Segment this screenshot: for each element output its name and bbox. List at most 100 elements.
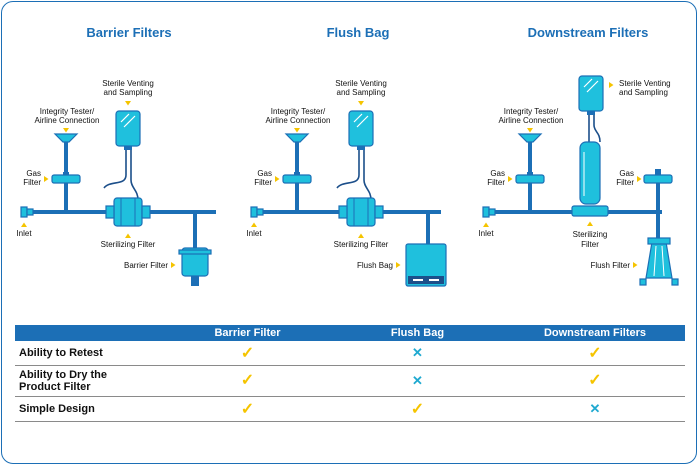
pointer-arrow: [483, 222, 489, 227]
section-title: Barrier Filters: [86, 25, 171, 40]
pointer-arrow: [358, 101, 364, 106]
row-label: Simple Design: [15, 396, 165, 422]
barrier-filter-icon: [178, 247, 212, 286]
gas-filter-icon: [51, 172, 81, 184]
label-gas-filter: Filter: [254, 178, 272, 187]
mark-icon: ✕: [330, 365, 505, 397]
table-row: Simple Design ✓ ✓ ✕: [15, 396, 685, 422]
label-integrity-tester: Integrity Tester/: [504, 107, 559, 116]
column-header-flush-bag: Flush Bag: [330, 325, 505, 341]
label-integrity-tester: Airline Connection: [499, 116, 564, 125]
label-sterile-venting: Sterile Venting: [619, 79, 671, 88]
label-sterile-venting: and Sampling: [337, 88, 386, 97]
vent-tube: [593, 115, 601, 143]
pointer-arrow: [508, 176, 513, 182]
table-row: Ability to Dry the Product Filter ✓ ✕ ✓: [15, 365, 685, 397]
section-flush-bag: Flush Bag: [246, 25, 447, 287]
check-icon: ✓: [588, 345, 602, 362]
label-integrity-tester: Airline Connection: [35, 116, 100, 125]
check-icon: ✓: [240, 371, 255, 389]
mark-icon: ✕: [505, 396, 685, 422]
pointer-arrow: [44, 176, 49, 182]
row-label-line: Ability to Dry the: [19, 369, 108, 381]
table-row: Ability to Retest ✓ ✕ ✓: [15, 341, 685, 366]
label-gas-filter: Gas: [257, 169, 272, 178]
pointer-arrow: [275, 176, 280, 182]
pointer-arrow: [21, 222, 27, 227]
label-gas-filter: Gas: [619, 169, 634, 178]
pointer-arrow: [633, 262, 638, 268]
row-label: Ability to Retest: [15, 341, 165, 366]
sterile-bag-icon: [115, 110, 141, 150]
row-label: Ability to Dry the Product Filter: [15, 365, 165, 397]
label-integrity-tester: Airline Connection: [266, 116, 331, 125]
gas-filter-icon: [515, 172, 545, 184]
label-sterile-venting: and Sampling: [619, 88, 668, 97]
section-title: Downstream Filters: [528, 25, 649, 40]
comparison-table: Barrier Filter Flush Bag Downstream Filt…: [15, 325, 685, 422]
pointer-arrow: [527, 128, 533, 133]
check-icon: ✓: [588, 371, 602, 389]
check-icon: ✓: [240, 345, 255, 362]
label-gas-filter: Filter: [616, 178, 634, 187]
label-sterilizing-filter: Sterilizing Filter: [101, 240, 156, 249]
label-inlet: Inlet: [16, 229, 32, 238]
column-header-downstream-filters: Downstream Filters: [505, 325, 685, 341]
pointer-arrow: [63, 128, 69, 133]
label-flush-filter: Flush Filter: [590, 261, 630, 270]
label-inlet: Inlet: [478, 229, 494, 238]
section-downstream-filters: Downstream Filters: [478, 25, 679, 286]
inlet-valve-icon: [250, 206, 264, 218]
pointer-arrow: [358, 233, 364, 238]
process-diagram: Barrier Filters: [16, 25, 679, 287]
sterile-bag-icon: [578, 75, 604, 115]
label-sterile-venting: Sterile Venting: [335, 79, 387, 88]
label-gas-filter: Filter: [487, 178, 505, 187]
mark-icon: ✕: [330, 341, 505, 366]
label-sterilizing-filter: Sterilizing: [573, 230, 608, 239]
gas-filter-icon: [282, 172, 312, 184]
sterile-bag-icon: [348, 110, 374, 150]
label-sterile-venting: Sterile Venting: [102, 79, 154, 88]
label-inlet: Inlet: [246, 229, 262, 238]
label-sterilizing-filter: Filter: [581, 240, 599, 249]
section-barrier-filters: Barrier Filters: [16, 25, 216, 286]
row-label-line: Product Filter: [19, 381, 91, 393]
label-integrity-tester: Integrity Tester/: [40, 107, 95, 116]
pointer-arrow: [125, 101, 131, 106]
pointer-arrow: [637, 176, 642, 182]
pointer-arrow: [171, 262, 176, 268]
mark-icon: ✓: [165, 396, 330, 422]
funnel-connector-icon: [517, 133, 543, 143]
label-sterilizing-filter: Sterilizing Filter: [334, 240, 389, 249]
vent-tube: [130, 150, 139, 201]
label-barrier-filter: Barrier Filter: [124, 261, 168, 270]
gas-filter-icon: [643, 169, 673, 184]
label-integrity-tester: Integrity Tester/: [271, 107, 326, 116]
flush-filter-icon: [639, 237, 679, 286]
table-header-row: Barrier Filter Flush Bag Downstream Filt…: [15, 325, 685, 341]
funnel-connector-icon: [284, 133, 310, 143]
cross-icon: ✕: [412, 372, 423, 388]
label-flush-bag: Flush Bag: [357, 261, 393, 270]
pointer-arrow: [396, 262, 401, 268]
column-header: [15, 325, 165, 341]
mark-icon: ✓: [505, 365, 685, 397]
flush-bag-icon: [405, 243, 447, 287]
check-icon: ✓: [240, 401, 255, 418]
pointer-arrow: [294, 128, 300, 133]
funnel-connector-icon: [53, 133, 79, 143]
sterilizing-filter-icon: [105, 197, 151, 227]
label-gas-filter: Gas: [26, 169, 41, 178]
label-gas-filter: Gas: [490, 169, 505, 178]
pointer-arrow: [609, 82, 614, 88]
mark-icon: ✓: [505, 341, 685, 366]
vent-tube: [103, 150, 127, 189]
section-title: Flush Bag: [327, 25, 390, 40]
cross-icon: ✕: [589, 401, 601, 416]
label-gas-filter: Filter: [23, 178, 41, 187]
check-icon: ✓: [410, 401, 425, 418]
mark-icon: ✓: [165, 341, 330, 366]
pointer-arrow: [251, 222, 257, 227]
